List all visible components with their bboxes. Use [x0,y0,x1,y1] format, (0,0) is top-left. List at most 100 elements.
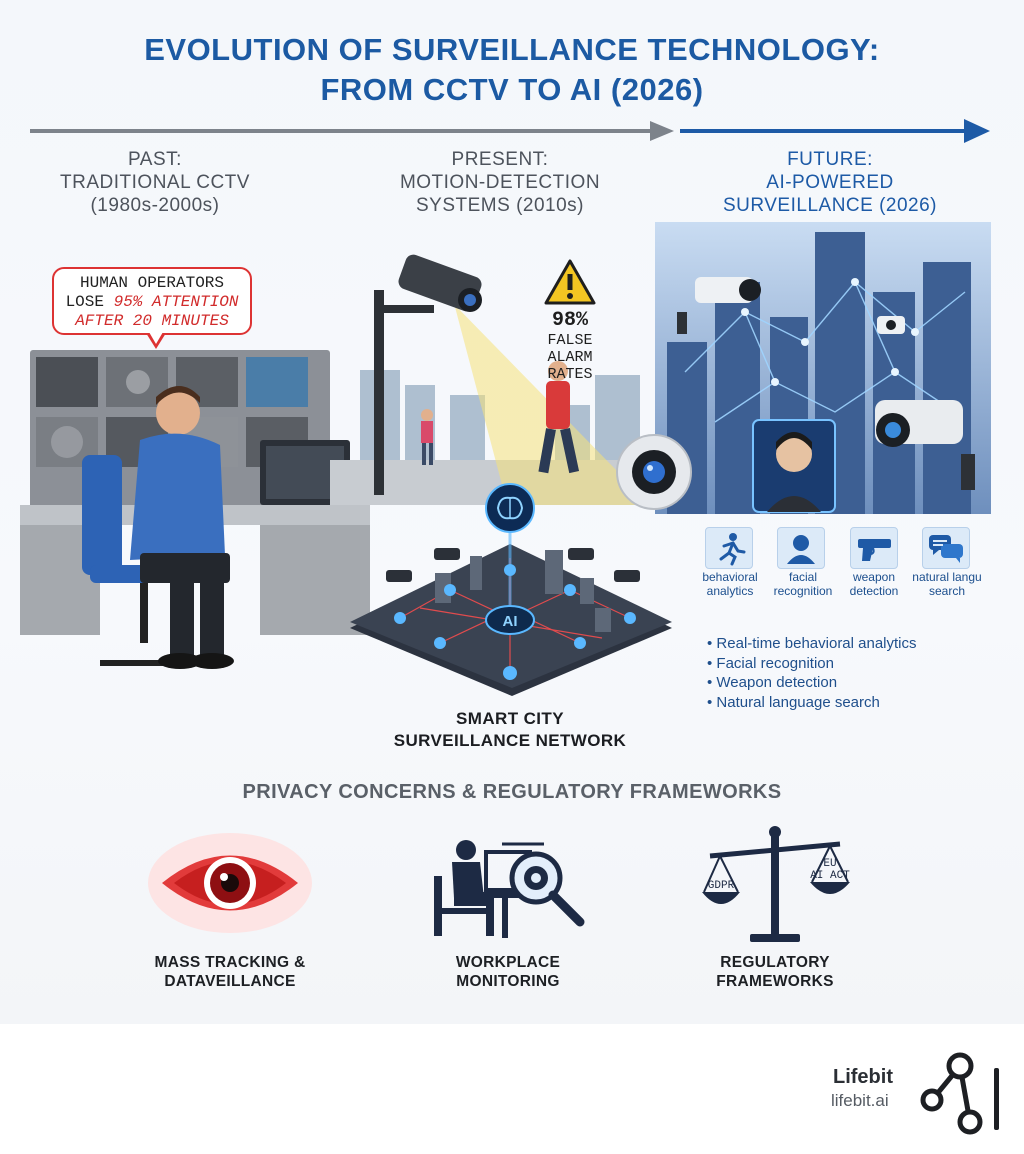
pedestrian-background [421,409,433,465]
capability-item: Weapon detection [707,673,917,693]
network-mini-cameras [386,548,640,582]
brand-name: Lifebit [833,1066,893,1088]
feature-behavioral-line2: analytics [706,584,754,598]
bubble-line2-highlight: 95% ATTENTION [113,293,239,311]
feature-label-facial: facial recognition [758,570,848,598]
control-room-illustration [20,350,370,669]
feature-weapon-line2: detection [849,584,899,598]
regulatory-frameworks-line1: REGULATORY [720,954,830,971]
ai-camera-right [875,400,975,490]
smart-city-label: SMART CITY SURVEILLANCE NETWORK [370,708,650,752]
era-present-label: PRESENT: MOTION-DETECTION SYSTEMS (2010s… [385,148,615,217]
false-alarm-line1: FALSE [547,332,593,349]
timeline-future-arrowhead [964,119,990,143]
ai-camera-small [877,316,905,334]
brand-url[interactable]: lifebit.ai [831,1091,889,1110]
face-icon [787,535,815,564]
era-present-line3: SYSTEMS (2010s) [416,195,584,216]
natural-language-search-box [922,527,970,569]
ai-city-illustration [655,222,991,514]
scales-icon: GDPR EU AI ACT [702,826,850,942]
era-past-label: PAST: TRADITIONAL CCTV (1980s-2000s) [40,148,270,217]
scale-left-label: GDPR [708,880,735,892]
page-title: EVOLUTION OF SURVEILLANCE TECHNOLOGY: FR… [0,30,1024,110]
capability-item: Facial recognition [707,654,917,674]
mass-tracking-label: MASS TRACKING & DATAVEILLANCE [120,953,340,991]
feature-facial-line2: recognition [773,584,833,598]
smart-city-label-line1: SMART CITY [456,709,564,728]
era-future-line1: FUTURE: [787,149,873,170]
era-present-line1: PRESENT: [451,149,549,170]
ai-chip-label: AI [503,613,518,630]
era-future-line3: SURVEILLANCE (2026) [722,195,938,216]
bubble-line2-prefix: LOSE [65,293,114,311]
glowing-nodes [394,564,636,680]
feature-natural-line2: search [928,584,966,598]
false-alarm-line3: RATES [547,366,593,383]
era-past-line3: (1980s-2000s) [90,195,220,216]
workplace-monitoring-line1: WORKPLACE [455,954,561,971]
smart-city-label-line2: SURVEILLANCE NETWORK [393,731,627,750]
behavioral-analytics-box [705,527,753,569]
network-buildings [435,550,611,632]
lifebit-logo-icon [920,1052,999,1135]
regulatory-frameworks-label: REGULATORY FRAMEWORKS [665,953,885,991]
workplace-monitoring-label: WORKPLACE MONITORING [398,953,618,991]
workplace-monitoring-line2: MONITORING [456,973,560,990]
era-future-line2: AI-POWERED [766,172,894,193]
era-future-label: FUTURE: AI-POWERED SURVEILLANCE (2026) [710,148,950,217]
timeline-past-arrowhead [650,121,674,141]
feature-weapon-line1: weapon [852,570,896,584]
network-nodes [741,278,919,386]
false-alarm-line2: ALARM [547,349,593,366]
bubble-line2: LOSE 95% ATTENTION [54,293,250,312]
camera-pole [374,290,384,495]
false-alarm-stat: 98% FALSE ALARM RATES [532,309,608,384]
regulatory-frameworks-line2: FRAMEWORKS [716,973,834,990]
era-past-line1: PAST: [128,149,182,170]
capability-item: Real-time behavioral analytics [707,634,916,654]
feature-facial-line1: facial [788,570,817,584]
future-capabilities-list: Real-time behavioral analytics Facial re… [707,634,917,713]
mass-tracking-line2: DATAVEILLANCE [164,973,296,990]
bubble-tail-inner [149,332,163,344]
neural-network-overlay [684,281,966,423]
title-line-1: EVOLUTION OF SURVEILLANCE TECHNOLOGY: [144,32,880,67]
feature-label-natural-language: natural langu search [902,570,992,598]
street-camera [398,254,482,312]
feature-natural-line1: natural langu [912,570,982,584]
desk-cabinet [260,525,370,635]
dome-camera [616,434,692,510]
false-alarm-value: 98% [551,309,588,332]
motion-detection-illustration [330,254,660,505]
ai-camera-top-left [677,277,761,334]
chat-bubbles-icon [929,535,963,563]
red-eye-icon [148,833,312,933]
title-line-2: FROM CCTV TO AI (2026) [320,72,704,107]
face-head [776,436,812,472]
running-person-icon [719,533,746,566]
timeline-arrow [30,119,990,143]
worker-magnifier-icon [434,840,585,938]
era-present-line2: MOTION-DETECTION [399,172,601,193]
scale-right-line1: EU [823,858,836,870]
tired-operator [130,386,234,669]
facial-recognition-box [777,527,825,569]
scale-right-line2: AI ACT [810,870,850,882]
bubble-line1: HUMAN OPERATORS [79,274,225,292]
era-past-line2: TRADITIONAL CCTV [60,172,250,193]
pistol-icon [858,539,891,561]
feature-label-behavioral: behavioral analytics [685,570,775,598]
smart-city-network-illustration: AI [350,483,672,696]
warning-triangle-icon [544,259,596,305]
mass-tracking-line1: MASS TRACKING & [154,954,306,971]
feature-label-weapon: weapon detection [829,570,919,598]
weapon-detection-box [850,527,898,569]
pedestrian-red [538,361,580,474]
privacy-section-title: PRIVACY CONCERNS & REGULATORY FRAMEWORKS [242,781,782,803]
bubble-line3: AFTER 20 MINUTES [75,312,229,330]
attention-speech-bubble: HUMAN OPERATORS LOSE 95% ATTENTION AFTER… [52,267,252,335]
infographic-panel: EVOLUTION OF SURVEILLANCE TECHNOLOGY: FR… [0,0,1024,1024]
feature-behavioral-line1: behavioral [702,570,758,584]
capability-item: Natural language search [707,693,917,713]
